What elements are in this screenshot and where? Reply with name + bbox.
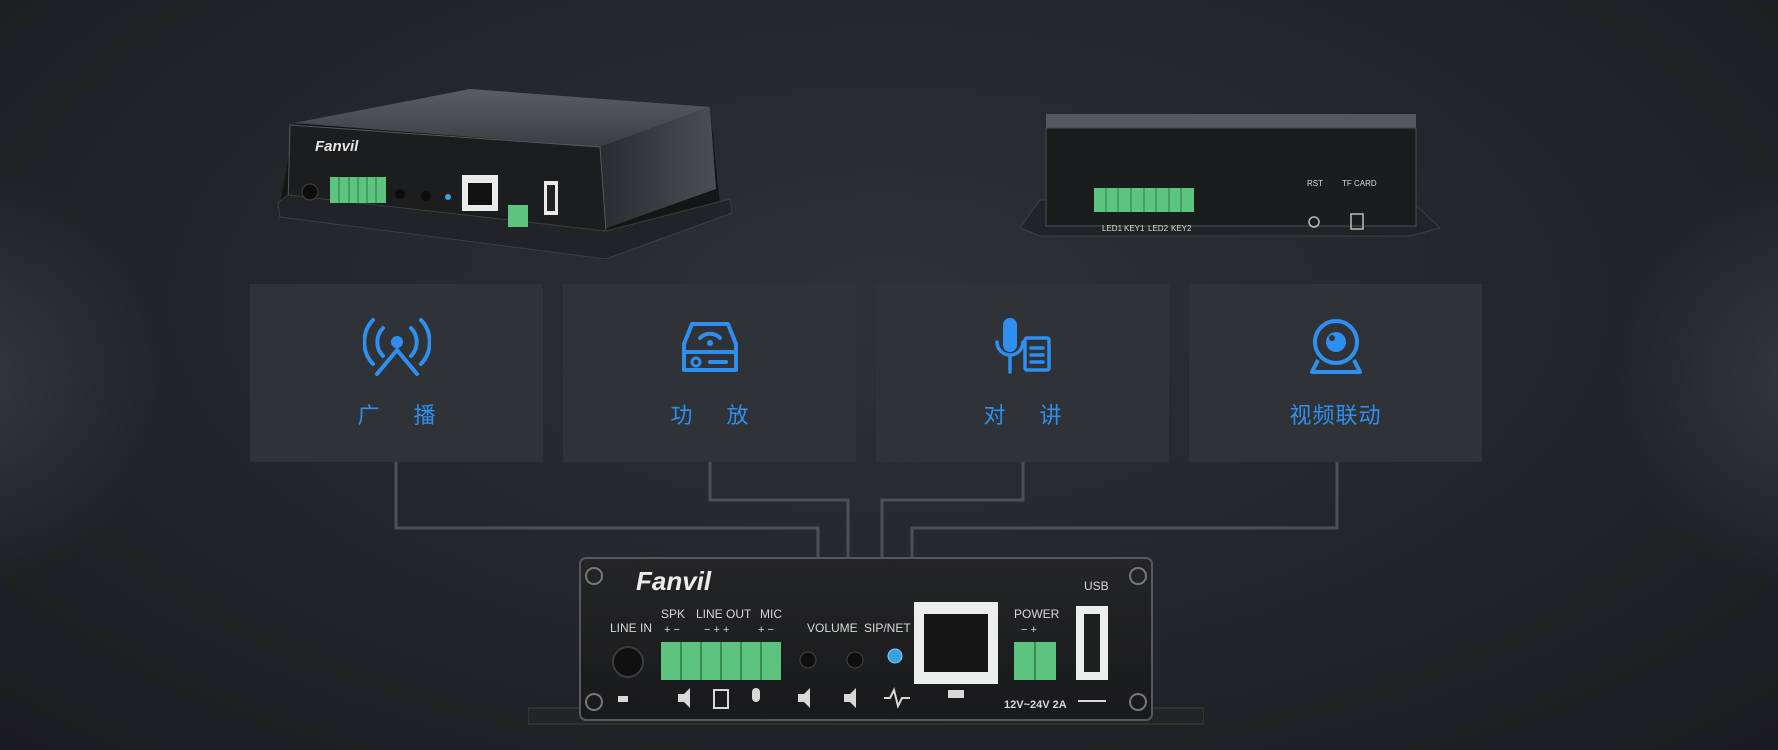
usb-label: USB (1084, 579, 1109, 593)
key1-label: KEY1 (1124, 224, 1145, 233)
brand-logo: Fanvil (636, 566, 712, 596)
line-in-icon (618, 696, 628, 702)
feature-card-amplifier[interactable]: 功 放 (563, 284, 856, 462)
spk-polarity: + − (664, 624, 680, 636)
network-icon (948, 690, 964, 698)
angled-brand-logo: Fanvil (315, 138, 359, 155)
feature-label-video-linkage: 视频联动 (1289, 403, 1382, 428)
key2-label: KEY2 (1171, 224, 1192, 233)
feature-label-intercom: 对 讲 (983, 403, 1076, 428)
mic-icon (752, 688, 760, 702)
line-out-polarity: − + + (704, 624, 729, 636)
volume-label: VOLUME (807, 621, 858, 635)
volume-up-button[interactable] (846, 651, 864, 669)
sip-net-led (887, 648, 903, 664)
line-in-jack[interactable] (612, 646, 644, 678)
mic-polarity: + − (758, 624, 774, 636)
device-rear: LED1 KEY1 LED2 KEY2 RST TF CARD (1019, 114, 1440, 237)
device-front-angled: Fanvil (277, 89, 733, 260)
feature-card-video-linkage[interactable]: 视频联动 (1189, 284, 1482, 462)
sip-net-icon (884, 687, 910, 709)
speaker-icon (678, 688, 690, 708)
feature-card-intercom[interactable]: 对 讲 (876, 284, 1169, 462)
power-polarity: − + (1021, 624, 1037, 636)
led2-label: LED2 (1148, 224, 1169, 233)
line-in-label: LINE IN (610, 621, 652, 635)
broadcast-icon (362, 318, 431, 376)
video-linkage-icon (1309, 319, 1362, 374)
feature-label-broadcast: 广 播 (357, 403, 450, 428)
rst-label: RST (1307, 179, 1323, 188)
sip-net-label: SIP/NET (864, 621, 911, 635)
line-out-label: LINE OUT (696, 607, 752, 621)
line-out-icon (713, 689, 729, 709)
power-spec-label: 12V~24V 2A (1004, 699, 1067, 711)
reset-icon (1308, 216, 1320, 228)
power-label: POWER (1014, 607, 1060, 621)
sd-card-icon (1350, 213, 1364, 230)
intercom-icon (994, 318, 1051, 374)
volume-up-icon (844, 688, 856, 708)
device-front-panel: Fanvil LINE IN SPK LINE OUT MIC + − − + … (528, 557, 1204, 725)
feature-label-amplifier: 功 放 (670, 403, 763, 428)
volume-down-button[interactable] (799, 651, 817, 669)
tf-card-label: TF CARD (1342, 179, 1377, 188)
led1-label: LED1 (1102, 224, 1123, 233)
amplifier-icon (681, 322, 738, 372)
mic-label: MIC (760, 607, 782, 621)
volume-down-icon (798, 688, 810, 708)
feature-card-broadcast[interactable]: 广 播 (250, 284, 543, 462)
spk-label: SPK (661, 607, 685, 621)
